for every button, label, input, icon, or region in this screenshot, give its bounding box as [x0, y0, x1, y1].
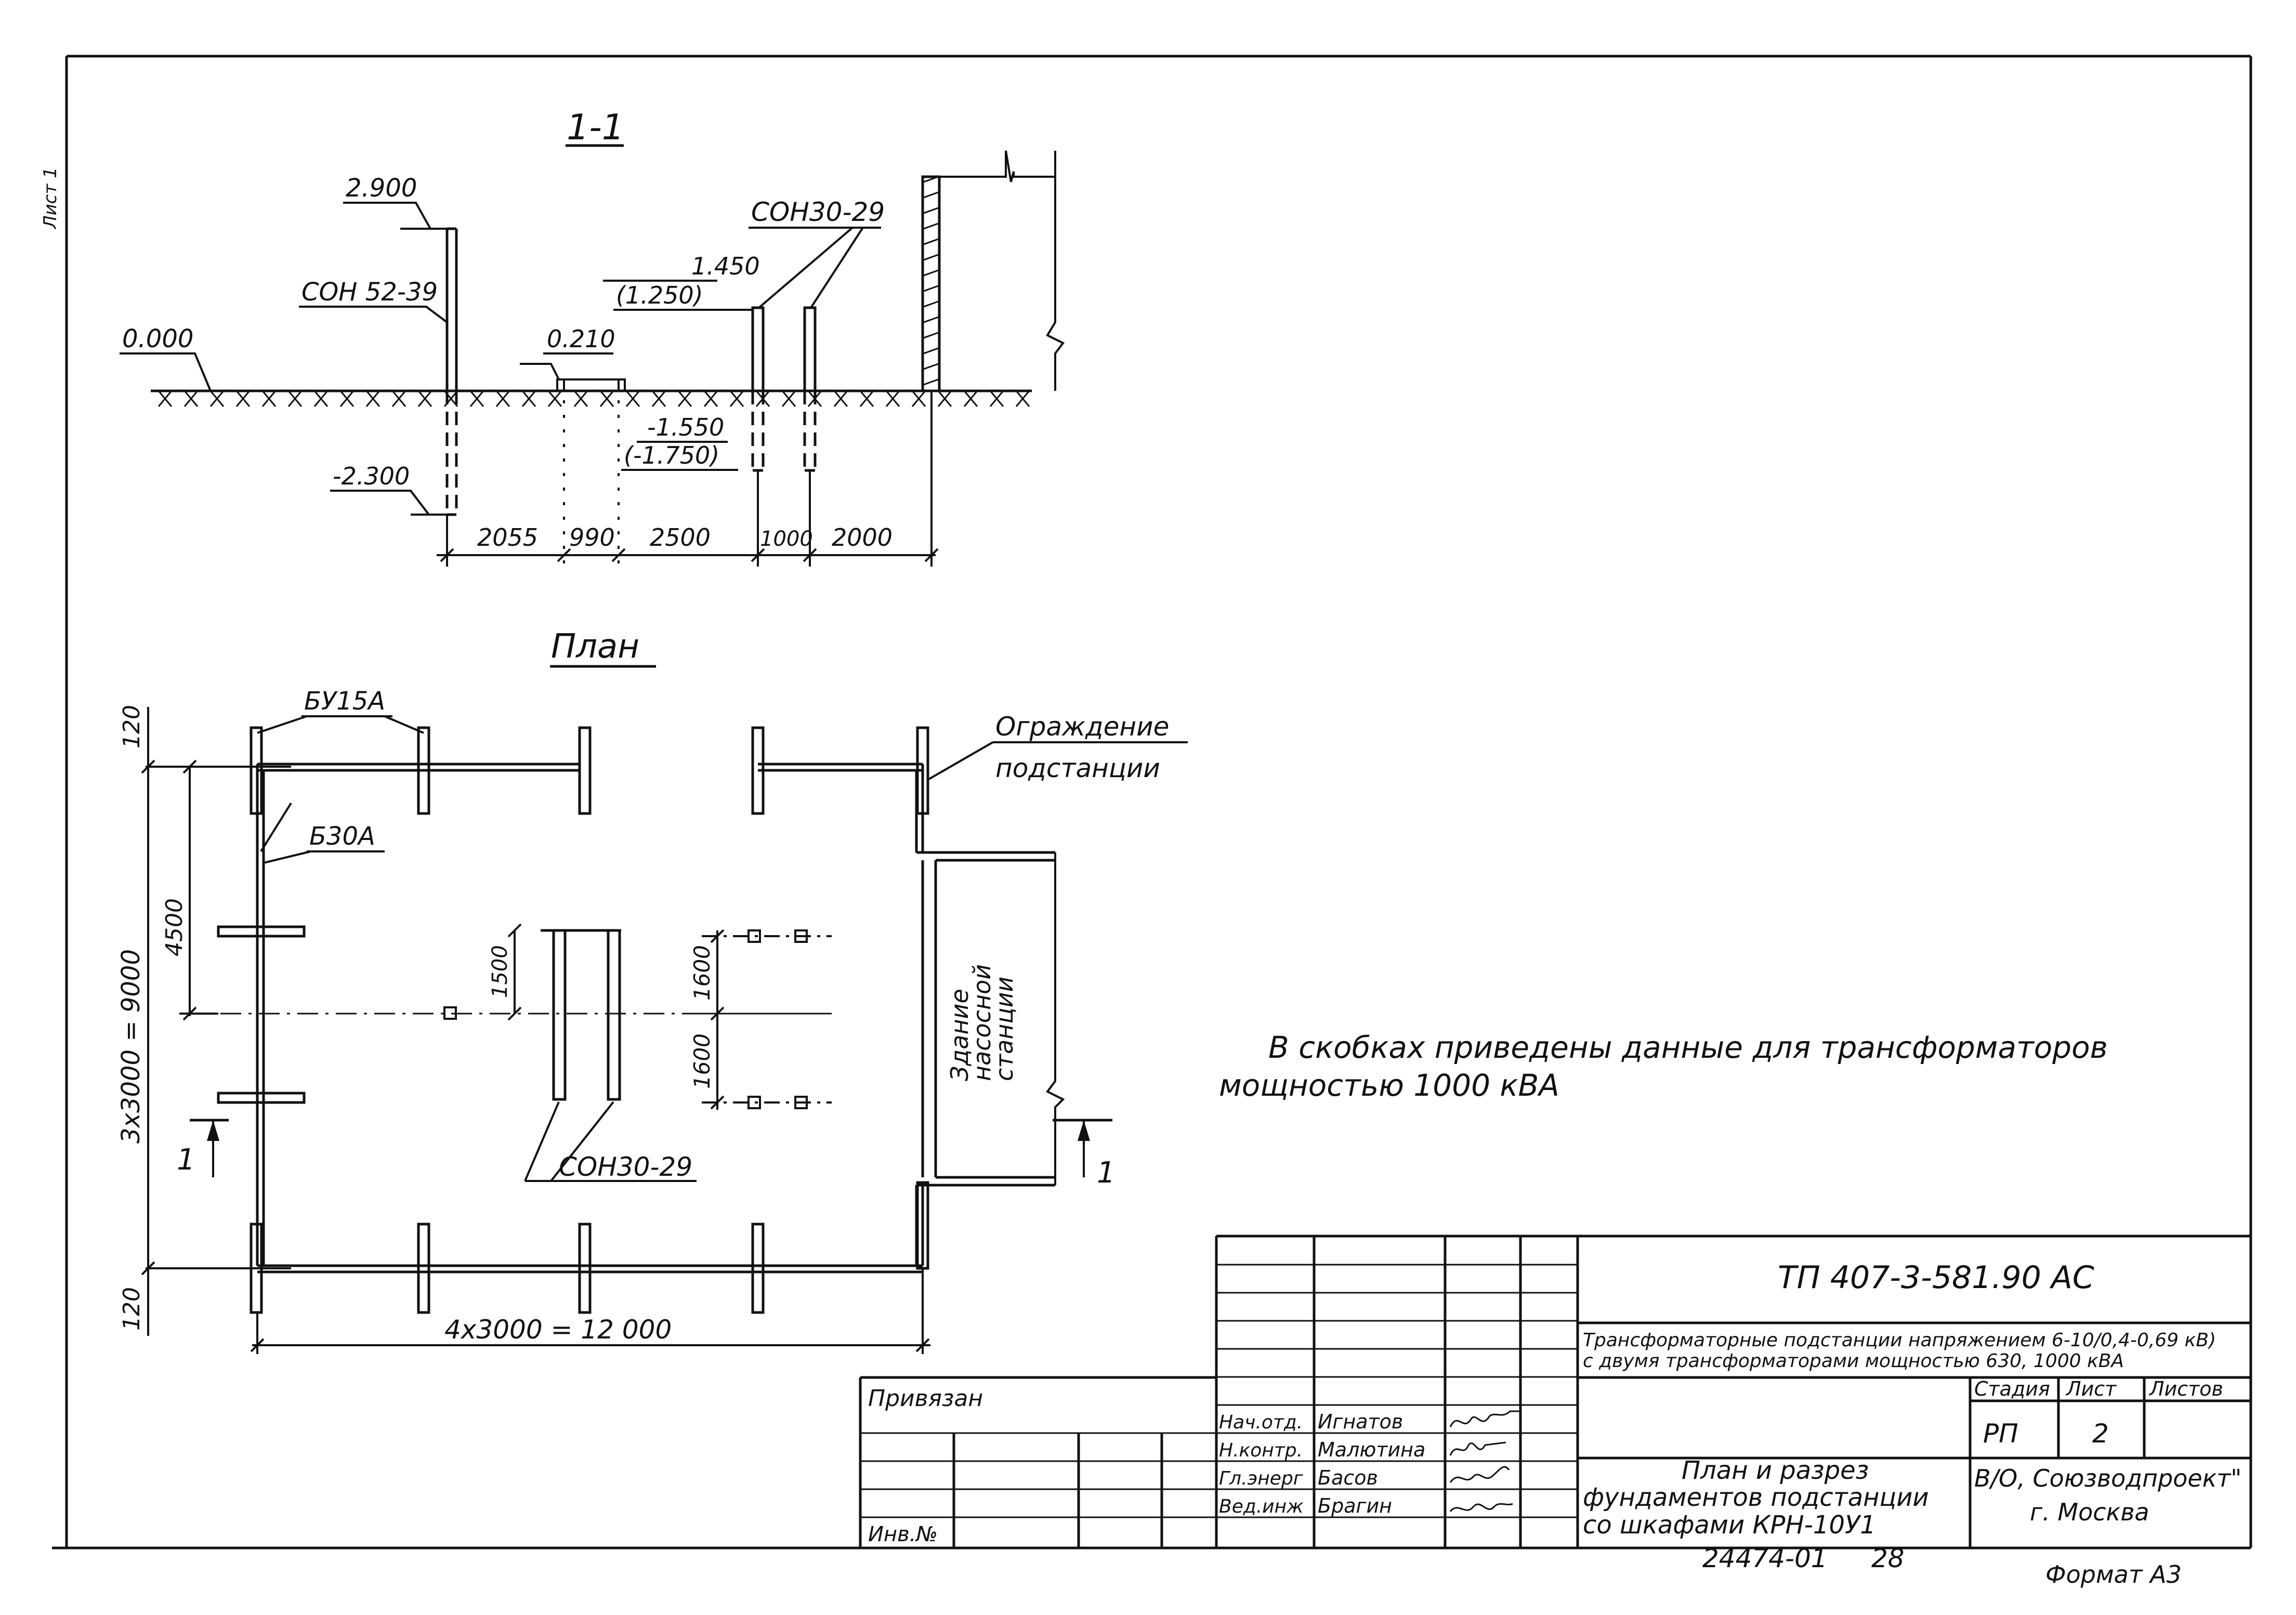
svg-text:СОН 52-39: СОН 52-39	[301, 278, 438, 307]
dim-4500: 4500	[161, 898, 188, 956]
header-stage: Стадия	[1974, 1377, 2050, 1400]
name-1: Игнатов	[1318, 1410, 1403, 1433]
name-2: Малютина	[1318, 1438, 1425, 1461]
cut-mark-left: 1	[177, 1119, 229, 1177]
dim-1500-line	[507, 923, 522, 1021]
section-dim-chain: 2055 990 2500 1000 2000	[437, 391, 939, 567]
svg-text:-1.550: -1.550	[647, 413, 724, 441]
building-label-2: насосной	[968, 964, 996, 1081]
svg-text:СОН30-29: СОН30-29	[751, 197, 885, 227]
elev-1450: 1.450 (1.250)	[603, 252, 760, 311]
dim-1500: 1500	[488, 945, 512, 998]
svg-text:1: 1	[177, 1143, 195, 1177]
post-son52-39	[445, 227, 458, 516]
building-label-1: Здание	[946, 989, 974, 1081]
svg-text:Ограждение: Ограждение	[995, 712, 1169, 742]
label-inv: Инв.№	[868, 1522, 938, 1546]
dim-1600-line	[710, 929, 725, 1110]
value-sheet: 2	[2092, 1419, 2109, 1449]
dim-1600-a: 1600	[689, 945, 715, 1001]
dim-2500: 2500	[650, 523, 711, 552]
elev-2900: 2.900	[343, 174, 447, 230]
organization-1: В/О, Союзводпроект"	[1974, 1464, 2241, 1492]
format-label: Формат А3	[2045, 1560, 2182, 1588]
svg-text:0.210: 0.210	[547, 325, 615, 353]
value-stage: РП	[1983, 1419, 2018, 1449]
drawing-title-2: фундаментов подстанции	[1583, 1483, 1929, 1512]
plan-title: План	[551, 627, 639, 666]
section-1-1: 1-1 2.900 СОН 52-39 0.000	[120, 107, 1065, 567]
organization-2: г. Москва	[2030, 1498, 2149, 1526]
dim-1600-b: 1600	[689, 1033, 715, 1089]
svg-text:БУ15А: БУ15А	[304, 687, 385, 716]
label-b30a: Б30А	[260, 802, 385, 864]
fence-posts	[217, 726, 929, 1314]
dim-990: 990	[569, 523, 615, 552]
drawing-title-3: со шкафами КРН-10У1	[1583, 1511, 1876, 1540]
elev-0210: 0.210	[520, 325, 626, 392]
svg-text:(-1.750): (-1.750)	[624, 441, 719, 469]
plan-view: План	[116, 627, 1188, 1354]
dim-1000: 1000	[760, 527, 813, 551]
dim-9000: 3х3000 = 9000	[116, 949, 146, 1144]
section-title: 1-1	[567, 107, 624, 148]
svg-text:-2.300: -2.300	[333, 462, 410, 490]
role-3: Гл.энерг	[1219, 1468, 1304, 1489]
label-fence: Ограждение подстанции	[927, 712, 1188, 783]
svg-text:2.900: 2.900	[346, 174, 417, 203]
label-privyazan: Привязан	[868, 1385, 983, 1412]
project-descr-1: Трансформаторные подстанции напряжением …	[1583, 1330, 2216, 1351]
drawing-title-1: План и разрез	[1682, 1456, 1869, 1485]
header-sheets: Листов	[2148, 1377, 2223, 1400]
archive-number: 24474-01	[1702, 1543, 1828, 1573]
dim-2000: 2000	[832, 523, 893, 552]
svg-text:0.000: 0.000	[122, 324, 193, 353]
building-label-3: станции	[990, 977, 1018, 1081]
project-descr-2: с двумя трансформаторами мощностью 630, …	[1583, 1350, 2124, 1372]
plan-left-dims	[141, 707, 291, 1336]
dim-120-bot: 120	[119, 1287, 145, 1331]
dim-120-top: 120	[119, 705, 145, 749]
title-block	[859, 1235, 2251, 1548]
posts-son30-29	[751, 306, 817, 472]
transformer-posts	[541, 929, 621, 1101]
project-code: ТП 407-3-581.90 АС	[1778, 1259, 2094, 1296]
header-sheet: Лист	[2065, 1377, 2117, 1400]
pump-building-wall	[921, 150, 1065, 392]
sheet-label: Лист 1	[40, 167, 61, 230]
label-son30-29-plan: СОН30-29	[524, 1101, 697, 1182]
note-line-2: мощностью 1000 кВА	[1219, 1068, 1559, 1103]
role-4: Вед.инж	[1219, 1496, 1304, 1517]
page-number: 28	[1871, 1543, 1905, 1573]
role-2: Н.контр.	[1219, 1440, 1303, 1461]
cut-mark-right: 1	[1053, 1119, 1116, 1190]
elev-m2300: -2.300	[330, 462, 447, 516]
title-block-text: ТП 407-3-581.90 АС Трансформаторные подс…	[868, 1259, 2241, 1546]
dim-12000: 4х3000 = 12 000	[444, 1315, 672, 1345]
role-1: Нач.отд.	[1219, 1412, 1303, 1433]
svg-text:СОН30-29: СОН30-29	[559, 1152, 692, 1182]
svg-text:(1.250): (1.250)	[616, 281, 703, 309]
small-footings	[443, 929, 832, 1109]
svg-text:1.450: 1.450	[691, 252, 760, 280]
note-line-1: В скобках приведены данные для трансформ…	[1268, 1030, 2108, 1065]
note: В скобках приведены данные для трансформ…	[1219, 1030, 2108, 1103]
dim-2055: 2055	[477, 523, 538, 552]
sheet-frame	[52, 55, 2252, 1550]
sheet-footer: 24474-01 28 Формат А3	[1702, 1543, 2182, 1588]
svg-text:1: 1	[1097, 1156, 1116, 1190]
name-3: Басов	[1318, 1466, 1378, 1489]
elev-m1550: -1.550 (-1.750)	[621, 413, 738, 471]
label-son52-39: СОН 52-39	[299, 278, 448, 323]
label-bu15a: БУ15А	[257, 687, 424, 734]
svg-text:подстанции: подстанции	[995, 753, 1160, 783]
svg-text:Б30А: Б30А	[309, 822, 375, 851]
name-4: Брагин	[1318, 1494, 1392, 1517]
plan-bottom-dim	[250, 1268, 930, 1354]
signatures	[1449, 1410, 1520, 1512]
label-son30-29-top: СОН30-29	[749, 197, 885, 309]
elev-0000: 0.000	[120, 324, 212, 391]
